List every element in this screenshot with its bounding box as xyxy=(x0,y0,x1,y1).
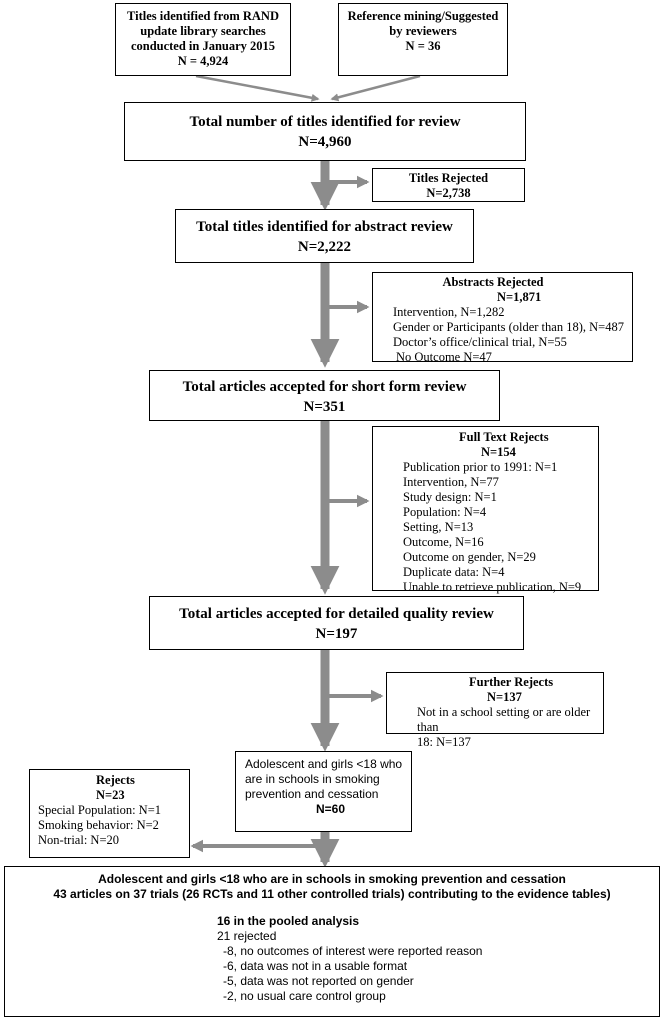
final-rejected: 21 rejected xyxy=(217,929,277,943)
final-details: 16 in the pooled analysis 21 rejected -8… xyxy=(5,914,659,1004)
titles-rejected-box: Titles Rejected N=2,738 xyxy=(372,168,525,202)
full-text-rejects-item: Outcome, N=16 xyxy=(403,535,484,549)
further-rejects-n: N=137 xyxy=(487,690,522,704)
adolescent-line-1: Adolescent and girls <18 who xyxy=(245,757,403,771)
rand-line-4: N = 4,924 xyxy=(177,54,229,68)
abstract-review-title: Total titles identified for abstract rev… xyxy=(196,219,453,235)
final-reject-item: -6, data was not in a usable format xyxy=(223,959,408,973)
full-text-rejects-n: N=154 xyxy=(481,445,516,459)
full-text-rejects-item: Outcome on gender, N=29 xyxy=(403,550,536,564)
rejects-title: Rejects xyxy=(96,773,135,787)
abstracts-rejected-title: Abstracts Rejected xyxy=(442,275,544,289)
full-text-rejects-box: Full Text Rejects N=154 Publication prio… xyxy=(372,426,599,594)
abstracts-rejected-item: No Outcome N=47 xyxy=(396,350,492,364)
rand-search-box: Titles identified from RAND update libra… xyxy=(115,3,291,76)
reference-mining-box: Reference mining/Suggested by reviewers … xyxy=(338,3,508,76)
total-titles-box: Total number of titles identified for re… xyxy=(124,102,526,161)
reference-line-3: N = 36 xyxy=(405,39,441,53)
rejects-box: Rejects N=23 Special Population: N=1 Smo… xyxy=(29,769,190,858)
full-text-rejects-item: Duplicate data: N=4 xyxy=(403,565,505,579)
short-form-review-box: Total articles accepted for short form r… xyxy=(149,370,500,421)
final-pooled: 16 in the pooled analysis xyxy=(217,914,360,928)
full-text-rejects-item: Intervention, N=77 xyxy=(403,475,499,489)
further-rejects-box: Further Rejects N=137 Not in a school se… xyxy=(386,672,604,749)
rejects-item: Smoking behavior: N=2 xyxy=(38,818,159,832)
rejects-n: N=23 xyxy=(96,788,125,802)
abstracts-rejected-item: Intervention, N=1,282 xyxy=(393,305,505,319)
full-text-rejects-item: Setting, N=13 xyxy=(403,520,474,534)
reference-line-2: by reviewers xyxy=(389,24,457,38)
detailed-quality-n: N=197 xyxy=(315,626,358,642)
rand-line-3: conducted in January 2015 xyxy=(130,39,276,53)
total-titles-n: N=4,960 xyxy=(298,134,352,150)
abstracts-rejected-item: Doctor’s office/clinical trial, N=55 xyxy=(393,335,567,349)
abstracts-rejected-box: Abstracts Rejected N=1,871 Intervention,… xyxy=(372,272,633,364)
full-text-rejects-item: Population: N=4 xyxy=(403,505,487,519)
abstracts-rejected-n: N=1,871 xyxy=(497,290,542,304)
titles-rejected-n: N=2,738 xyxy=(426,186,471,200)
final-line-2: 43 articles on 37 trials (26 RCTs and 11… xyxy=(53,887,611,901)
arrow-reference-to-total xyxy=(330,74,421,102)
rejects-item: Special Population: N=1 xyxy=(38,803,162,817)
further-rejects-item: 18: N=137 xyxy=(417,735,471,749)
further-rejects-item: Not in a school setting or are older tha… xyxy=(417,705,591,734)
detailed-quality-review-box: Total articles accepted for detailed qua… xyxy=(149,596,524,650)
final-evidence-box: Adolescent and girls <18 who are in scho… xyxy=(4,866,660,1017)
final-reject-item: -5, data was not reported on gender xyxy=(223,974,414,988)
full-text-rejects-item: Publication prior to 1991: N=1 xyxy=(403,460,558,474)
arrow-rand-to-total xyxy=(195,74,320,102)
rand-line-2: update library searches xyxy=(140,24,266,38)
short-form-title: Total articles accepted for short form r… xyxy=(182,379,467,395)
total-titles-title: Total number of titles identified for re… xyxy=(189,114,461,130)
adolescent-n: N=60 xyxy=(316,802,346,816)
full-text-rejects-item: Unable to retrieve publication, N=9 xyxy=(403,580,582,594)
final-reject-item: -2, no usual care control group xyxy=(223,989,386,1003)
rand-line-1: Titles identified from RAND xyxy=(127,9,279,23)
full-text-rejects-title: Full Text Rejects xyxy=(459,430,549,444)
final-reject-item: -8, no outcomes of interest were reporte… xyxy=(223,944,483,958)
final-line-1: Adolescent and girls <18 who are in scho… xyxy=(98,872,566,886)
full-text-rejects-item: Study design: N=1 xyxy=(403,490,497,504)
detailed-quality-title: Total articles accepted for detailed qua… xyxy=(179,606,494,622)
adolescent-line-2: are in schools in smoking xyxy=(245,772,380,786)
rejects-item: Non-trial: N=20 xyxy=(38,833,119,847)
further-rejects-title: Further Rejects xyxy=(469,675,554,689)
adolescent-box: Adolescent and girls <18 who are in scho… xyxy=(235,751,412,832)
adolescent-line-3: prevention and cessation xyxy=(245,787,379,801)
short-form-n: N=351 xyxy=(303,399,346,415)
abstract-review-n: N=2,222 xyxy=(297,239,352,255)
reference-line-1: Reference mining/Suggested xyxy=(347,9,499,23)
titles-rejected-title: Titles Rejected xyxy=(408,171,489,185)
abstract-review-box: Total titles identified for abstract rev… xyxy=(175,209,474,263)
abstracts-rejected-item: Gender or Participants (older than 18), … xyxy=(393,320,624,334)
